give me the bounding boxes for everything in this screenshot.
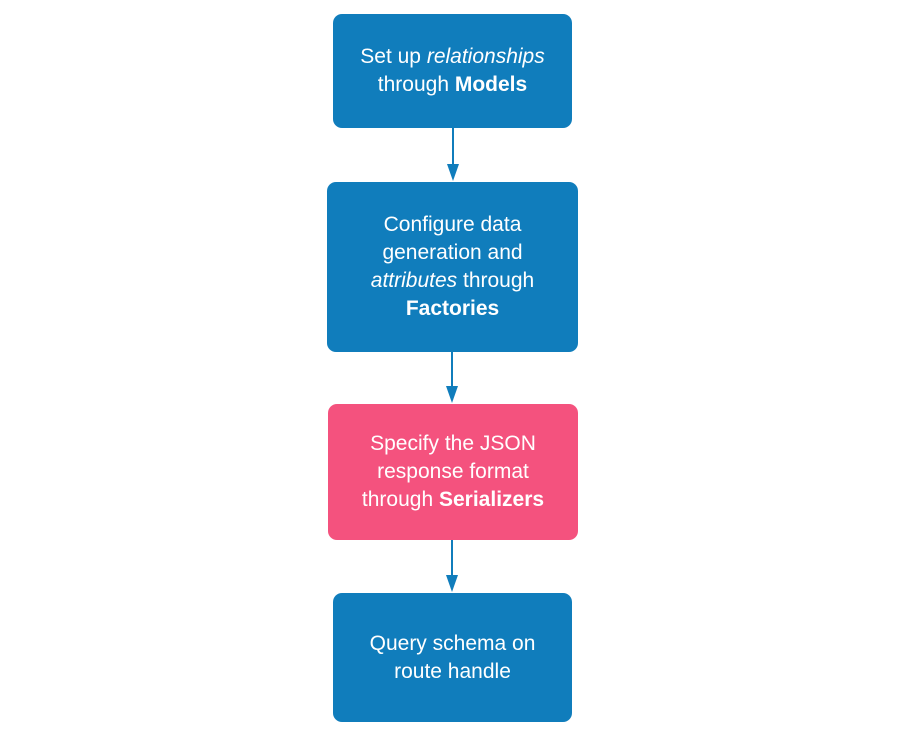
flow-step-factories-line-1: Configure data bbox=[383, 213, 522, 236]
flow-step-factories: Configure data generation and attributes… bbox=[327, 182, 578, 352]
connector-arrow-1 bbox=[447, 128, 459, 181]
flow-step-route-handle-line-1: Query schema on bbox=[369, 631, 536, 655]
connector-arrow-2 bbox=[446, 352, 458, 403]
flow-step-route-handle: Query schema on route handle bbox=[333, 593, 572, 722]
flow-step-serializers-line-2: response format bbox=[377, 460, 529, 483]
flow-step-serializers-line-3: through Serializers bbox=[361, 488, 545, 511]
flow-step-models-line-2: through Models bbox=[377, 73, 528, 96]
flow-step-route-handle-line-2: route handle bbox=[394, 659, 511, 683]
flow-step-serializers-line-1: Specify the JSON bbox=[370, 432, 536, 455]
flow-step-models: Set up relationships through Models bbox=[333, 14, 572, 128]
flow-step-serializers: Specify the JSON response format through… bbox=[328, 404, 578, 540]
flow-step-factories-line-4: Factories bbox=[405, 297, 500, 320]
flow-step-factories-line-3: attributes through bbox=[370, 269, 535, 292]
flow-step-models-line-1: Set up relationships bbox=[360, 45, 545, 68]
connector-arrow-3 bbox=[446, 540, 458, 592]
flow-step-factories-line-2: generation and bbox=[382, 241, 523, 264]
